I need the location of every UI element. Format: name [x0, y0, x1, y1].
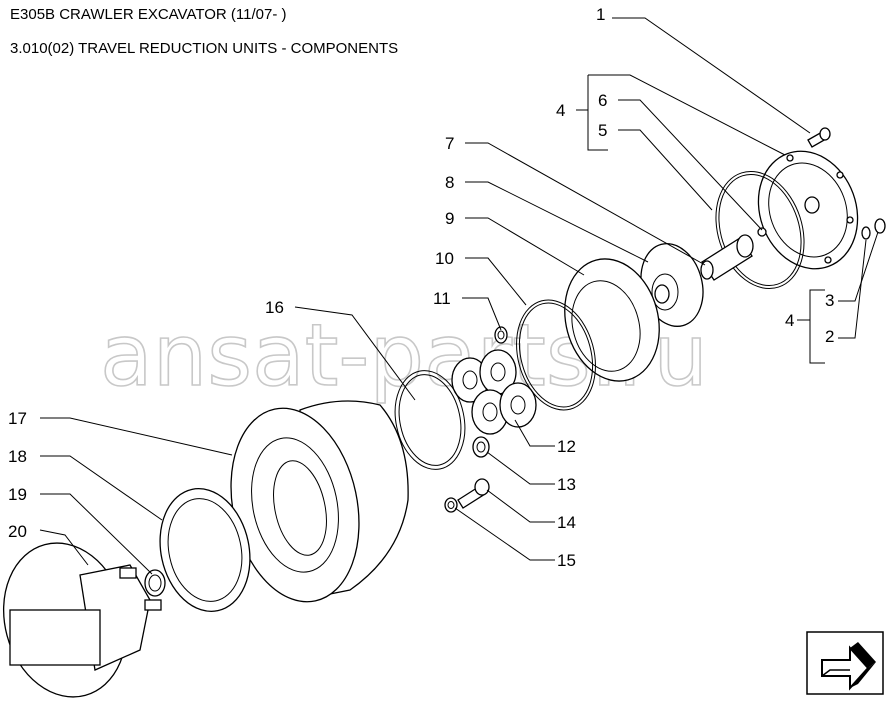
- callout-4-lower: 4: [785, 311, 794, 330]
- part-14-bolt[interactable]: [457, 478, 490, 509]
- callout-19: 19: [8, 485, 27, 504]
- callout-3: 3: [825, 291, 834, 310]
- part-17-hub-housing[interactable]: [214, 396, 409, 613]
- page-title: E305B CRAWLER EXCAVATOR (11/07- ): [10, 6, 287, 23]
- callout-6: 6: [598, 91, 607, 110]
- next-page-arrow-icon[interactable]: [806, 631, 884, 695]
- callout-5: 5: [598, 121, 607, 140]
- part-9-ring-gear[interactable]: [552, 248, 673, 392]
- callout-11: 11: [433, 289, 451, 308]
- part-19-o-ring[interactable]: [144, 569, 166, 597]
- part-13-washer[interactable]: [472, 436, 490, 458]
- callout-2: 2: [825, 327, 834, 346]
- part-10-o-ring[interactable]: [505, 291, 607, 419]
- part-18-seal[interactable]: [149, 480, 261, 620]
- part-3-plug[interactable]: [861, 218, 886, 240]
- part-6-cover[interactable]: [742, 137, 873, 283]
- leader-lines: [39, 17, 879, 575]
- callout-20: 20: [8, 522, 27, 541]
- part-15-washer[interactable]: [444, 497, 458, 513]
- part-8-carrier[interactable]: [632, 237, 712, 334]
- part-20-travel-motor[interactable]: [0, 529, 162, 711]
- part-11-washer[interactable]: [494, 326, 508, 344]
- callout-18: 18: [8, 447, 27, 466]
- part-5-o-ring[interactable]: [702, 160, 819, 300]
- part-1-screw[interactable]: [807, 127, 831, 148]
- callout-1: 1: [596, 5, 605, 24]
- callout-13: 13: [557, 475, 576, 494]
- part-7-shaft[interactable]: [700, 234, 754, 281]
- callout-15: 15: [557, 551, 576, 570]
- callout-16: 16: [265, 298, 284, 317]
- callout-17: 17: [8, 409, 27, 428]
- callout-14: 14: [557, 513, 576, 532]
- callout-4-upper: 4: [556, 101, 565, 120]
- callout-8: 8: [445, 173, 454, 192]
- callout-9: 9: [445, 209, 454, 228]
- part-16-ring[interactable]: [386, 364, 473, 476]
- callout-12: 12: [557, 437, 576, 456]
- page-subtitle: 3.010(02) TRAVEL REDUCTION UNITS - COMPO…: [10, 40, 399, 57]
- callout-10: 10: [435, 249, 454, 268]
- callout-7: 7: [445, 134, 454, 153]
- callout-labels: 1 2 3 4 4 5 6 7 8 9 10 11 12 13 14 15 16…: [8, 5, 834, 570]
- part-12-planet-gears[interactable]: [451, 349, 537, 435]
